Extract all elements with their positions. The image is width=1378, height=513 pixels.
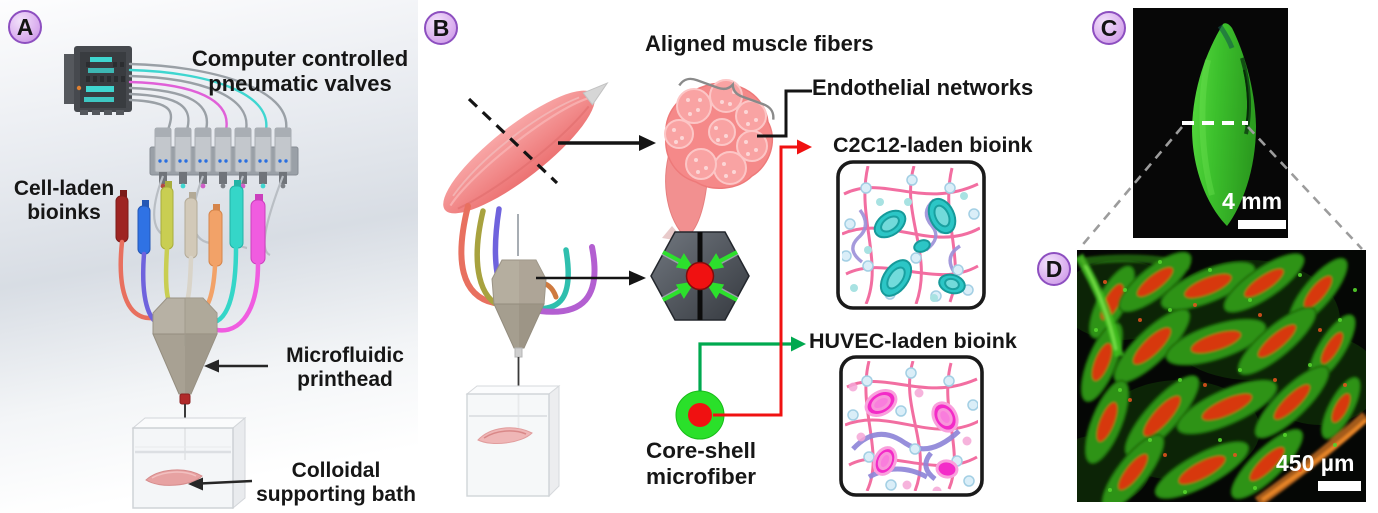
fluorescent-fibers [1077, 251, 1366, 502]
label-cell-laden-bioinks: Cell-laden bioinks [13, 177, 115, 225]
label-c2c12-bioink: C2C12-laden bioink [833, 133, 1033, 157]
panel-b-badge: B [424, 11, 458, 45]
c2c12-red-connector [713, 139, 812, 417]
c2c12-cells [873, 197, 966, 297]
pneumatic-controller [64, 46, 132, 115]
label-pneumatic-valves: Computer controlled pneumatic valves [191, 46, 409, 97]
magnify-connector-left [1078, 126, 1183, 250]
endothelial-connector [757, 89, 812, 138]
bath-label-arrow [188, 477, 253, 491]
magnify-connector-right [1247, 126, 1363, 250]
huvec-cells [864, 389, 959, 479]
printhead-label-arrow [204, 359, 268, 373]
nozzle-cross-section [650, 231, 750, 321]
panel-c-photo [1078, 8, 1363, 250]
label-aligned-muscle-fibers: Aligned muscle fibers [645, 31, 874, 56]
panel-a-badge: A [8, 10, 42, 44]
panel-d-badge: D [1037, 252, 1071, 286]
label-endothelial-networks: Endothelial networks [812, 75, 1034, 100]
panel-d-scale-bar [1318, 481, 1361, 491]
controller-cables [128, 62, 288, 132]
huvec-green-connector [698, 336, 806, 391]
bioink-syringes [115, 180, 266, 267]
label-huvec-bioink: HUVEC-laden bioink [809, 329, 1017, 353]
panel-c-scale-label: 4 mm [1222, 188, 1283, 214]
label-microfluidic-printhead: Microfluidic printhead [286, 344, 404, 392]
panel-a-illustration [0, 0, 418, 513]
core-flow-dot [685, 261, 715, 291]
shell-flow-arrows [662, 250, 738, 302]
c2c12-bioink-inset [836, 160, 986, 310]
printed-construct [145, 469, 203, 486]
tendon [582, 81, 609, 106]
panel-c-scale-bar [1238, 220, 1286, 229]
huvec-bioink-inset [839, 355, 984, 497]
printhead-to-nozzle-arrow [536, 270, 646, 286]
panel-d-micrograph [1077, 250, 1366, 502]
microfluidic-printhead-b [458, 203, 598, 428]
core-shell-microfiber-diagram [675, 390, 725, 440]
panel-c-badge: C [1092, 11, 1126, 45]
label-colloidal-bath: Colloidal supporting bath [256, 459, 416, 507]
muscle-to-section-arrow [558, 135, 656, 151]
label-core-shell-microfiber: Core-shell microfiber [645, 438, 757, 489]
muscle-cross-section [662, 79, 774, 242]
supporting-bath [131, 416, 247, 510]
panel-d-scale-label: 450 µm [1276, 450, 1355, 476]
panel-b-illustration [443, 77, 986, 498]
muscle [443, 81, 609, 214]
print-container-b [465, 384, 561, 498]
section-cut-dashed-line [467, 97, 559, 185]
fiber-brace [678, 77, 775, 120]
